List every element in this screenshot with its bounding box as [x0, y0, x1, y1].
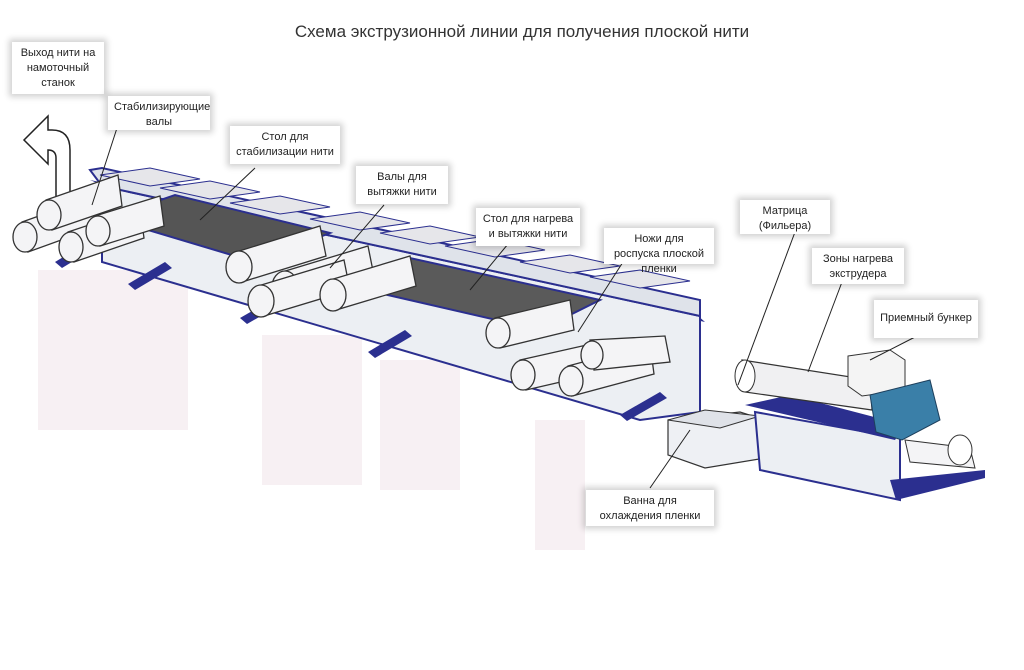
rollers: [12, 174, 671, 397]
diagram-title: Схема экструзионной линии для получения …: [294, 22, 750, 41]
label-heating-zones: Зоны нагрева экструдера: [812, 248, 904, 284]
reflection-shadows: [38, 270, 585, 550]
label-cooling-bath: Ванна для охлаждения пленки: [586, 490, 714, 526]
leader-lines: [91, 127, 916, 489]
label-die: Матрица (Фильера): [740, 200, 830, 234]
label-knives: Ножи для роспуска плоской пленки: [604, 228, 714, 275]
label-hopper: Приемный бункер: [874, 300, 978, 338]
label-stabilization-table: Стол для стабилизации нити: [230, 126, 340, 164]
cooling-bath: [667, 409, 766, 469]
output-arrow: [22, 114, 71, 204]
label-output: Выход нити на намоточный станок: [12, 42, 104, 94]
label-stabilizing-rollers: Стабилизирующие валы: [108, 96, 210, 130]
extruder: [734, 349, 985, 502]
label-drawing-rollers: Валы для вытяжки нити: [356, 166, 448, 204]
label-heating-table: Стол для нагрева и вытяжки нити: [476, 208, 580, 246]
